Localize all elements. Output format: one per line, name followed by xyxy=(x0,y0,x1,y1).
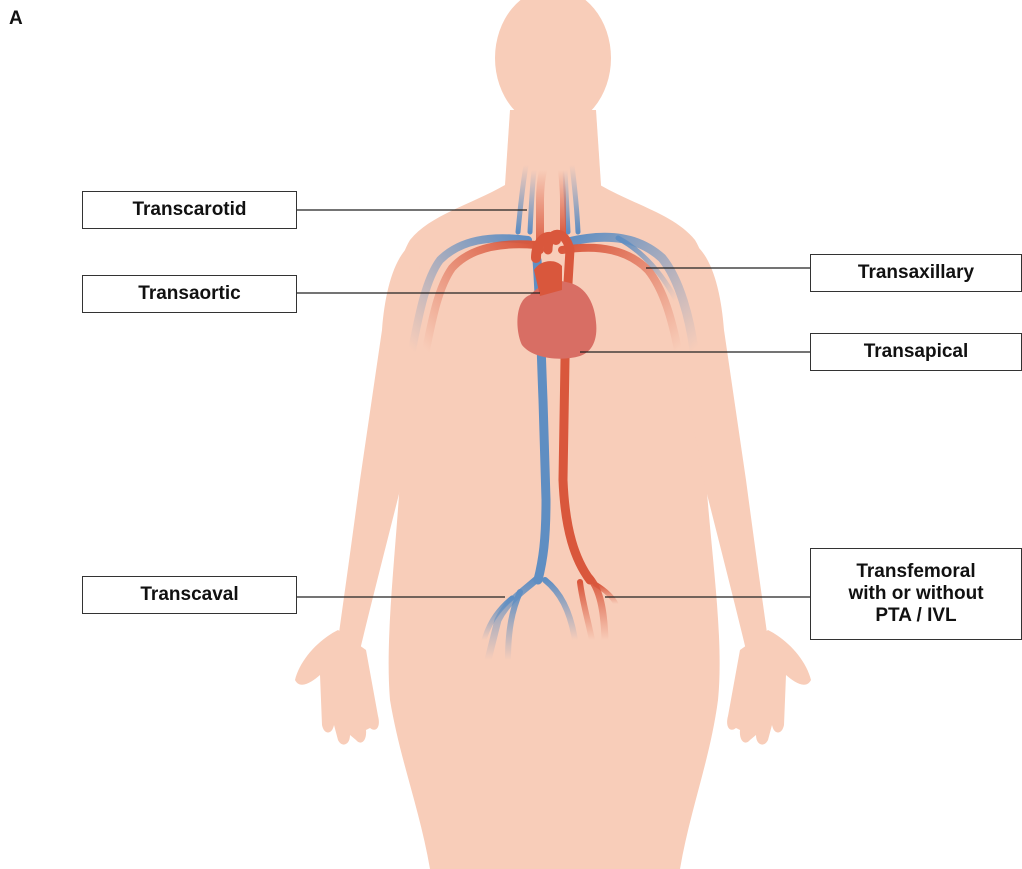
body-silhouette xyxy=(295,0,811,869)
label-transfemoral: Transfemoral with or without PTA / IVL xyxy=(810,548,1022,640)
label-transcarotid: Transcarotid xyxy=(82,191,297,229)
label-transaortic: Transaortic xyxy=(82,275,297,313)
label-transaxillary: Transaxillary xyxy=(810,254,1022,292)
label-transcaval: Transcaval xyxy=(82,576,297,614)
label-transapical: Transapical xyxy=(810,333,1022,371)
